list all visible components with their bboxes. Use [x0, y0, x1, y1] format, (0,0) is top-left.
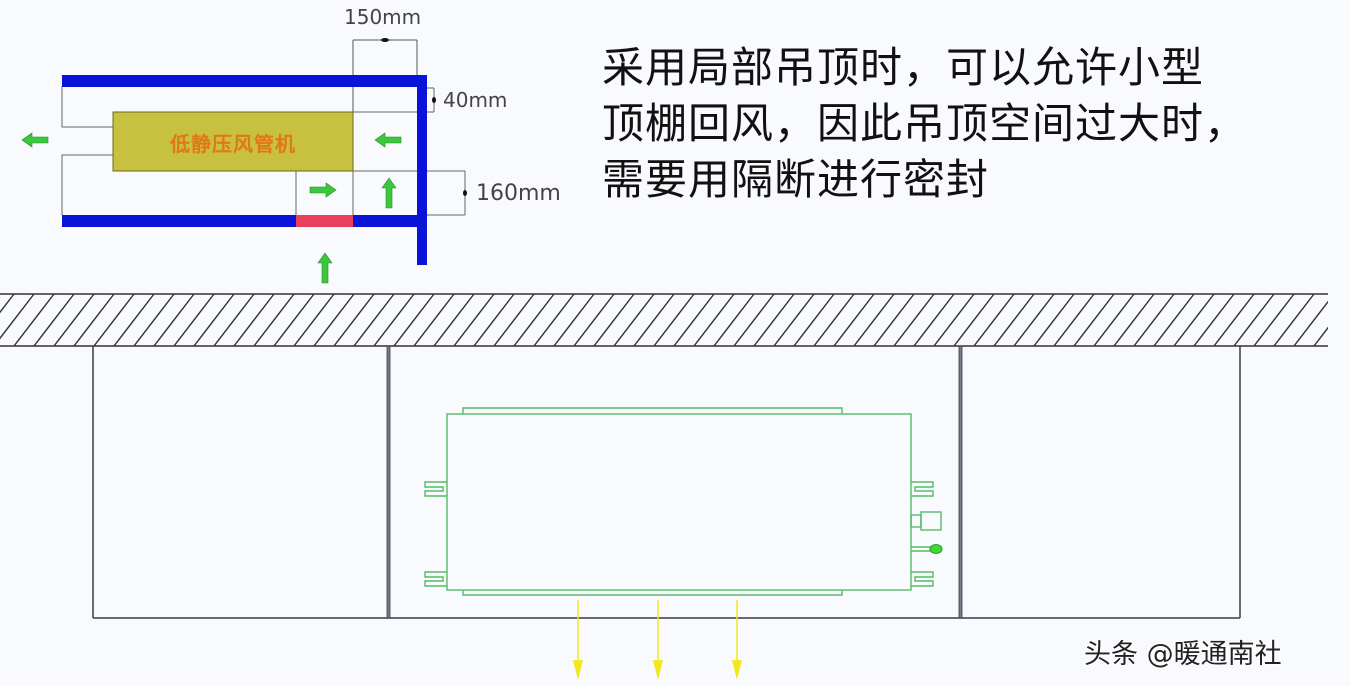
watermark: 头条 @暖通南社	[1084, 639, 1282, 670]
ceiling-slab	[0, 294, 1328, 346]
supply-air-arrow-icon	[573, 600, 583, 680]
section-diagram-top	[21, 38, 467, 284]
dimension-160mm-marker	[463, 190, 467, 196]
side-wall	[417, 75, 427, 265]
supply-air-arrow-icon	[653, 600, 663, 680]
partition-right	[958, 345, 963, 619]
arrow-left-icon	[374, 132, 402, 148]
duct-outline	[61, 86, 466, 216]
top-wall	[62, 75, 427, 87]
dimension-label-40mm: 40mm	[443, 88, 508, 112]
caption-text: 采用局部吊顶时，可以允许小型 顶棚回风，因此吊顶空间过大时， 需要用隔断进行密封	[602, 40, 1322, 208]
supply-air-arrow-icon	[732, 600, 742, 680]
dimension-label-150mm: 150mm	[344, 5, 422, 29]
partition-left	[386, 345, 391, 619]
arrow-left-icon	[21, 132, 49, 148]
dimension-label-160mm: 160mm	[476, 181, 561, 206]
caption-line-3: 需要用隔断进行密封	[602, 155, 990, 204]
section-diagram-bottom	[0, 293, 1328, 680]
seal-strip	[296, 215, 353, 227]
suspended-ceiling-outline	[92, 346, 1241, 619]
caption-line-1: 采用局部吊顶时，可以允许小型	[602, 43, 1205, 92]
arrow-up-icon	[381, 177, 397, 209]
arrow-up-icon	[317, 252, 333, 284]
caption-line-2: 顶棚回风，因此吊顶空间过大时，	[602, 99, 1248, 148]
drain-fitting-icon	[929, 544, 943, 554]
arrow-right-icon	[309, 182, 337, 198]
unit-label: 低静压风管机	[170, 132, 296, 156]
dimension-40mm-marker	[432, 97, 436, 103]
ducted-unit-outline	[424, 407, 942, 596]
bottom-wall-right	[353, 215, 417, 227]
bottom-wall-left	[62, 215, 296, 227]
fan-coil-unit-box	[112, 111, 354, 172]
